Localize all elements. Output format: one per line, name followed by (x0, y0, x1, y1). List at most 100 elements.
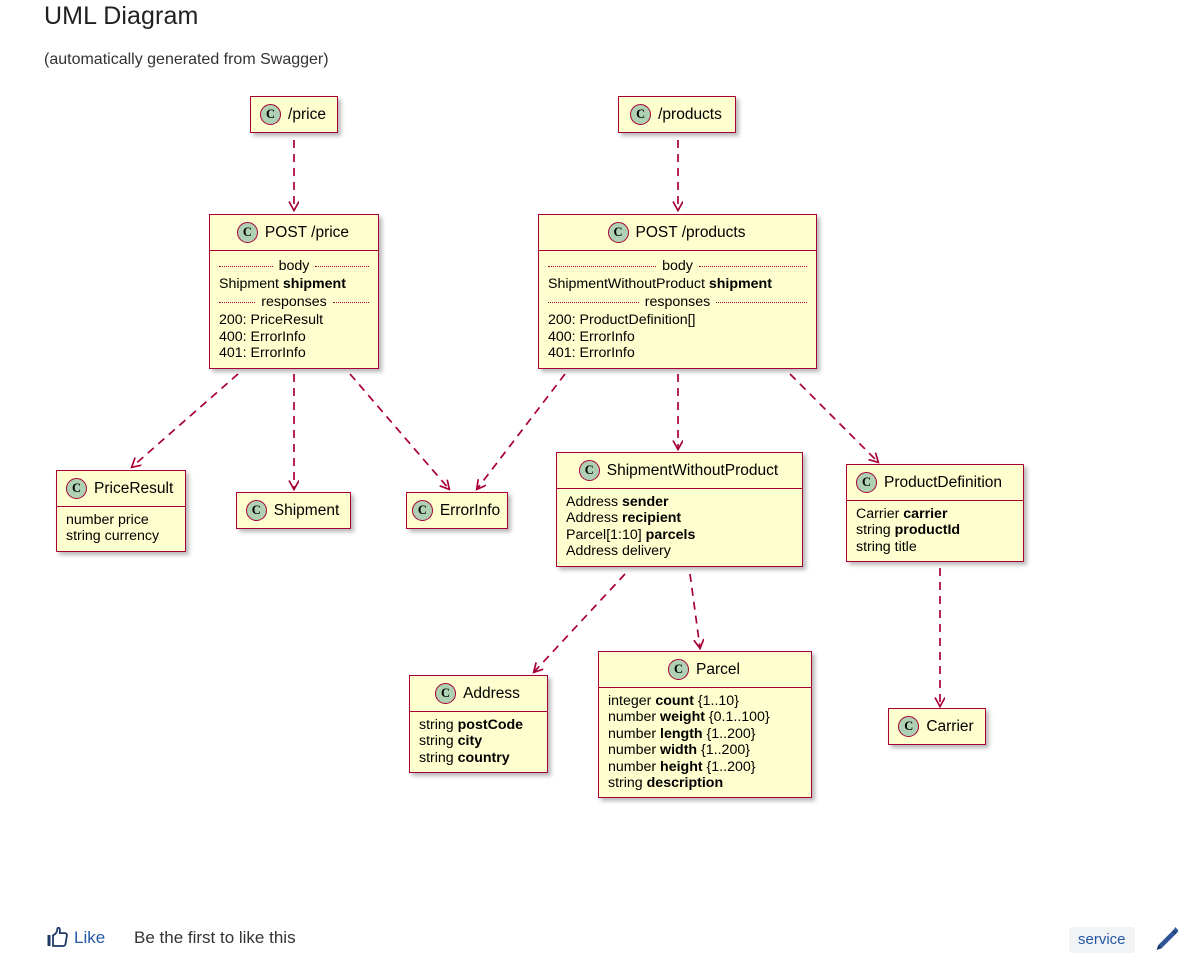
class-name: Parcel (696, 660, 740, 678)
divider-line (548, 302, 639, 304)
attribute-type: string (419, 717, 458, 733)
attribute-row: number price (66, 512, 149, 528)
uml-diagram-canvas: C /price C /products C POST /price body … (0, 78, 1200, 838)
class-node-header: C Address (410, 676, 547, 712)
class-node-shipment-without-product[interactable]: C ShipmentWithoutProduct Address sender … (556, 452, 803, 567)
attribute-name: description (646, 775, 724, 792)
attribute-row: integer count {1..10} (608, 693, 802, 709)
attribute-range: {1..200} (697, 742, 750, 759)
class-node-body: body ShipmentWithoutProduct shipment res… (539, 251, 816, 368)
class-node-products-endpoint[interactable]: C /products (618, 96, 736, 133)
divider-line (315, 266, 370, 267)
like-button[interactable]: Like (47, 927, 105, 948)
compartment-label: responses (644, 294, 711, 311)
attribute-name: recipient (622, 510, 682, 527)
attribute-type: number (608, 709, 661, 726)
edge-shipment-without-product-to-parcel (689, 573, 700, 648)
attribute-name: shipment (282, 276, 346, 292)
attribute-type: string (608, 775, 647, 792)
attribute-type: integer (608, 693, 656, 709)
class-node-product-definition[interactable]: C ProductDefinition Carrier carrier stri… (846, 464, 1024, 563)
attribute-name: parcels (645, 526, 696, 543)
class-node-price-endpoint[interactable]: C /price (250, 96, 338, 133)
compartment-label: body (662, 258, 693, 274)
edge-post-products-to-product-definition (789, 373, 878, 462)
page-title: UML Diagram (44, 2, 199, 30)
class-icon: C (236, 222, 258, 243)
compartment-separator-body: body (548, 258, 808, 275)
class-node-header: C Parcel (599, 652, 811, 688)
class-name: ErrorInfo (439, 501, 501, 519)
class-node-body: Address sender Address recipient Parcel[… (557, 489, 802, 566)
thumbs-up-icon (47, 927, 68, 947)
class-node-body: string postCode string city string count… (410, 712, 547, 772)
attribute-name: height (660, 758, 703, 775)
attribute-range: {0.1..100} (704, 709, 770, 726)
attribute-row: Shipment shipment (219, 276, 369, 292)
attribute-row: number weight {0.1..100} (608, 709, 802, 725)
response-row: 400: ErrorInfo (548, 328, 635, 345)
class-node-body: number price string currency (57, 507, 185, 551)
divider-line (219, 302, 256, 304)
class-name: ShipmentWithoutProduct (606, 461, 779, 479)
attribute-name: productId (894, 522, 961, 539)
compartment-label: body (278, 258, 310, 274)
class-node-price-result[interactable]: C PriceResult number price string curren… (56, 470, 186, 552)
compartment-separator-responses: responses (219, 294, 369, 311)
response-row: 400: ErrorInfo (219, 328, 306, 345)
class-icon: C (630, 104, 652, 125)
attribute-row: number height {1..200} (608, 759, 802, 775)
attribute-range: {1..200} (702, 758, 756, 775)
class-node-address[interactable]: C Address string postCode string city st… (409, 675, 548, 774)
class-name: Carrier (926, 717, 974, 735)
response-row: 401: ErrorInfo (219, 345, 306, 362)
attribute-type: Address (566, 510, 622, 527)
class-icon: C (607, 222, 629, 243)
pencil-edit-icon[interactable] (1150, 925, 1180, 958)
divider-line (548, 266, 657, 267)
class-icon: C (411, 500, 433, 521)
class-icon: C (260, 104, 282, 125)
attribute-row: number width {1..200} (608, 742, 802, 758)
class-node-error-info[interactable]: C ErrorInfo (406, 492, 508, 529)
class-node-header: C POST /products (539, 215, 816, 251)
attribute-type: ShipmentWithoutProduct (548, 276, 709, 292)
class-node-header: C ProductDefinition (847, 465, 1023, 501)
attribute-name: sender (622, 494, 669, 510)
attribute-type: string (419, 733, 458, 750)
class-node-shipment[interactable]: C Shipment (236, 492, 351, 529)
attribute-row: string postCode (419, 717, 538, 733)
class-node-header: C Shipment (237, 493, 350, 528)
attribute-type: Shipment (219, 276, 283, 292)
divider-line (219, 266, 273, 267)
class-node-header: C ErrorInfo (407, 493, 507, 528)
attribute-name: width (660, 742, 698, 759)
attribute-row: Parcel[1:10] parcels (566, 527, 793, 543)
attribute-row: Address delivery (566, 543, 671, 560)
compartment-separator-responses: responses (548, 294, 807, 311)
like-label: Like (74, 927, 106, 947)
class-node-header: C /products (619, 97, 735, 132)
class-node-post-price[interactable]: C POST /price body Shipment shipment res… (209, 214, 379, 369)
attribute-row: string currency (66, 528, 160, 545)
attribute-type: number (608, 725, 661, 742)
divider-line (716, 302, 807, 304)
attribute-row: number length {1..200} (608, 726, 802, 742)
tag-service[interactable]: service (1069, 927, 1135, 953)
class-node-post-products[interactable]: C POST /products body ShipmentWithoutPro… (538, 214, 817, 369)
response-row: 200: ProductDefinition[] (548, 312, 696, 329)
attribute-name: carrier (903, 506, 948, 522)
attribute-row: ShipmentWithoutProduct shipment (548, 276, 807, 292)
class-icon: C (578, 460, 600, 481)
class-icon: C (856, 472, 877, 493)
class-node-carrier[interactable]: C Carrier (888, 708, 986, 745)
attribute-row: string title (856, 538, 917, 555)
class-name: Shipment (273, 501, 340, 519)
edge-post-price-to-price-result (132, 373, 239, 467)
diagram-edges (0, 140, 1200, 838)
class-node-parcel[interactable]: C Parcel integer count {1..10} number we… (598, 651, 812, 799)
attribute-name: count (655, 693, 694, 709)
attribute-name: postCode (457, 717, 524, 733)
attribute-type: Parcel[1:10] (566, 526, 646, 543)
compartment-separator-body: body (219, 258, 370, 275)
